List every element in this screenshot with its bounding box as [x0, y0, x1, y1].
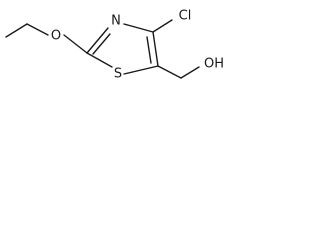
bond-c2-n-double [92, 33, 111, 55]
structure-canvas: O N Cl S OH [0, 0, 247, 95]
atom-hydroxyl: OH [204, 57, 224, 72]
atom-oxygen-ether: O [51, 29, 61, 44]
bond-c4-c5 [152, 31, 159, 67]
atom-chlorine: Cl [179, 9, 192, 24]
bond-s-c2 [86, 52, 113, 68]
atom-sulfur: S [114, 67, 122, 82]
molecule-structure: O N Cl S OH [5, 9, 224, 82]
bond-c4-cl [152, 19, 173, 33]
bond-n-c4 [123, 23, 154, 33]
atom-nitrogen: N [111, 14, 121, 29]
bond-c5-ch2 [157, 65, 182, 79]
bond-ch3-ch2 [5, 23, 28, 38]
bond-c5-s [123, 65, 159, 75]
bond-ch2-oh [180, 66, 200, 79]
bond-c2-n [86, 27, 109, 54]
bond-o-c2 [63, 34, 88, 54]
bond-c4-c5-double [146, 36, 152, 64]
bond-ch2-o [26, 23, 49, 36]
